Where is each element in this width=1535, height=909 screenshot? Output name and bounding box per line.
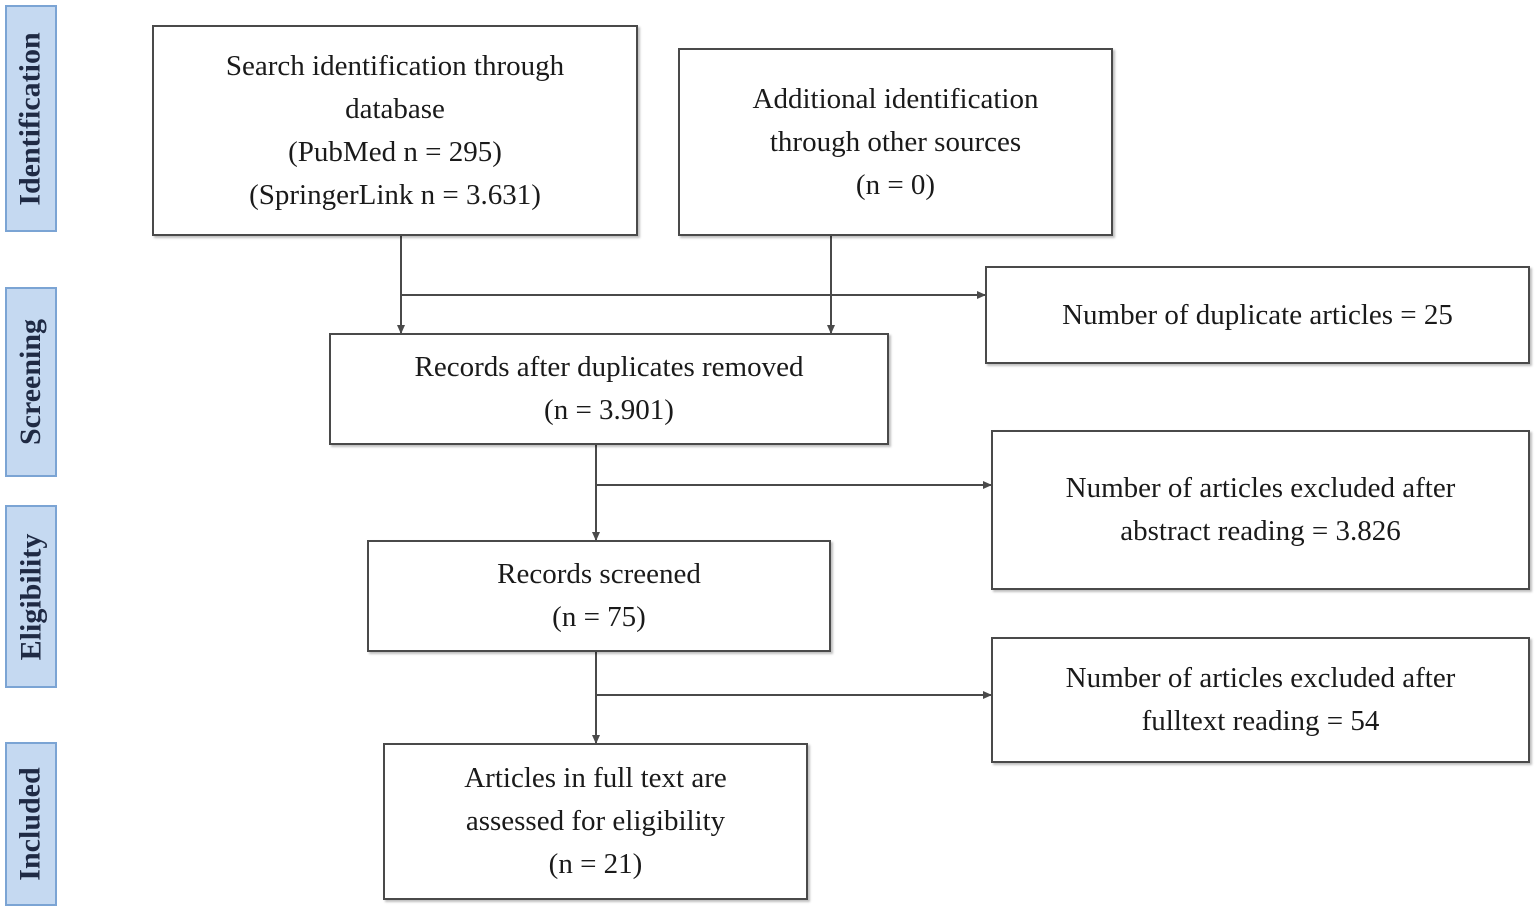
box-line: Number of articles excluded after xyxy=(1065,472,1456,504)
box-line: Articles in full text are xyxy=(464,762,727,794)
box-excluded-abstract: Number of articles excluded after abstra… xyxy=(991,430,1530,590)
box-line: (SpringerLink n = 3.631) xyxy=(249,178,541,211)
box-after-duplicates: Records after duplicates removed (n = 3.… xyxy=(329,333,889,445)
box-line: Records after duplicates removed xyxy=(414,351,804,383)
box-line: abstract reading = 3.826 xyxy=(1120,515,1401,547)
box-line: (n = 3.901) xyxy=(544,394,674,426)
box-full-text-assessed: Articles in full text are assessed for e… xyxy=(383,743,808,900)
box-line: (n = 0) xyxy=(855,168,936,201)
box-line: Records screened xyxy=(497,558,701,590)
box-other-sources: Additional identification through other … xyxy=(678,48,1113,236)
box-line: (n = 21) xyxy=(548,848,643,880)
box-line: (PubMed n = 295) xyxy=(288,135,502,168)
phase-eligibility: Eligibility xyxy=(5,505,57,688)
box-line: fulltext reading = 54 xyxy=(1141,705,1380,737)
box-line: Additional identification xyxy=(752,82,1039,115)
box-line: Number of duplicate articles = 25 xyxy=(1062,298,1453,331)
box-line: Number of articles excluded after xyxy=(1065,662,1456,694)
phase-screening: Screening xyxy=(5,287,57,477)
phase-included: Included xyxy=(5,742,57,906)
box-database-search: Search identification through database (… xyxy=(152,25,638,236)
box-line: (n = 75) xyxy=(552,601,646,633)
box-line: Search identification through xyxy=(225,49,565,82)
box-line: database xyxy=(345,92,445,125)
box-duplicates: Number of duplicate articles = 25 xyxy=(985,266,1530,364)
box-line: assessed for eligibility xyxy=(465,805,726,837)
box-line: through other sources xyxy=(769,125,1022,158)
box-excluded-fulltext: Number of articles excluded after fullte… xyxy=(991,637,1530,763)
box-records-screened: Records screened (n = 75) xyxy=(367,540,831,652)
phase-identification: Identification xyxy=(5,5,57,232)
